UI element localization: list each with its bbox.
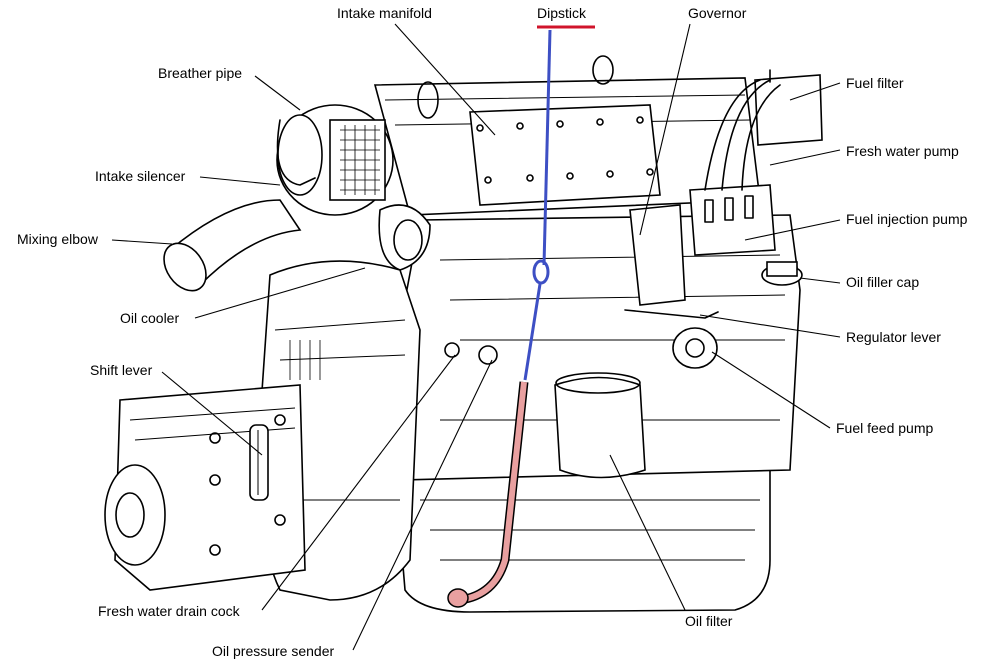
- oil-cooler: [378, 204, 431, 271]
- breather-pipe: [276, 119, 316, 186]
- dipstick: [447, 29, 552, 608]
- label-intake-silencer: Intake silencer: [95, 168, 186, 184]
- label-fuel-injection-pump: Fuel injection pump: [846, 211, 968, 227]
- oil-pressure-sender: [478, 345, 498, 365]
- intake-silencer: [276, 104, 394, 216]
- label-mixing-elbow: Mixing elbow: [17, 231, 99, 247]
- shift-lever: [249, 424, 269, 501]
- label-governor: Governor: [688, 5, 747, 21]
- oil-filler-cap: [761, 261, 803, 286]
- label-oil-cooler: Oil cooler: [120, 310, 179, 326]
- engine-drawing: [104, 29, 823, 613]
- label-breather-pipe: Breather pipe: [158, 65, 242, 81]
- leader-lines: [111, 23, 841, 651]
- labels: Intake manifold Dipstick Governor Breath…: [17, 5, 968, 659]
- governor: [629, 204, 686, 306]
- label-intake-manifold: Intake manifold: [337, 5, 432, 21]
- label-oil-filler-cap: Oil filler cap: [846, 274, 919, 290]
- oil-pan: [394, 469, 771, 613]
- fuel-injection-pump: [689, 184, 776, 256]
- dipstick-rod: [542, 29, 552, 266]
- oil-filter: [554, 372, 646, 479]
- label-regulator-lever: Regulator lever: [846, 329, 941, 345]
- label-fresh-water-drain-cock: Fresh water drain cock: [98, 603, 241, 619]
- fresh-water-drain-cock: [444, 342, 460, 358]
- transmission: [104, 384, 306, 591]
- label-oil-filter: Oil filter: [685, 613, 733, 629]
- label-oil-pressure-sender: Oil pressure sender: [212, 643, 335, 659]
- intake-manifold-plate: [469, 104, 661, 206]
- label-fresh-water-pump: Fresh water pump: [846, 143, 959, 159]
- fuel-filter: [754, 69, 823, 146]
- label-shift-lever: Shift lever: [90, 362, 153, 378]
- fuel-feed-pump: [672, 327, 718, 369]
- label-fuel-feed-pump: Fuel feed pump: [836, 420, 933, 436]
- mixing-elbow: [163, 199, 302, 292]
- label-fuel-filter: Fuel filter: [846, 75, 904, 91]
- label-dipstick: Dipstick: [537, 5, 587, 21]
- regulator-lever: [624, 309, 719, 319]
